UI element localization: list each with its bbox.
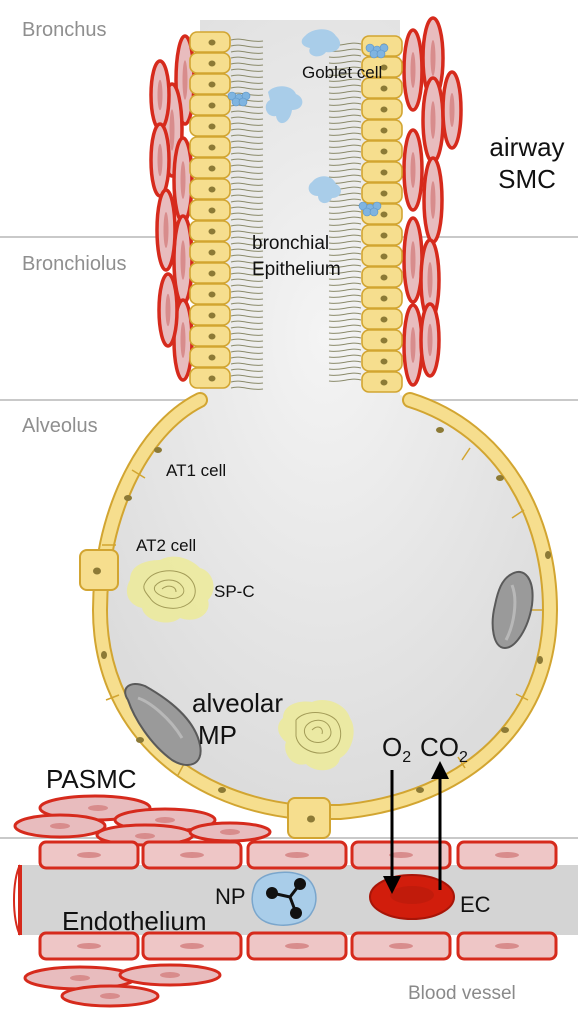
o2-base: O bbox=[382, 732, 402, 762]
cell-nucleus bbox=[381, 338, 388, 344]
smc-nucleus bbox=[428, 262, 433, 298]
cell-nucleus bbox=[381, 296, 388, 302]
cell-nucleus bbox=[381, 359, 388, 365]
smc-nucleus bbox=[411, 52, 416, 88]
smc-nucleus bbox=[431, 181, 436, 219]
np-label: NP bbox=[215, 886, 246, 908]
endothelial-nucleus bbox=[180, 943, 204, 949]
cell-nucleus bbox=[381, 149, 388, 155]
smc-nucleus bbox=[411, 241, 416, 279]
o2-label: O2 bbox=[382, 734, 411, 766]
endothelial-nucleus bbox=[77, 943, 101, 949]
nanoparticle bbox=[252, 872, 316, 925]
smc-nucleus bbox=[431, 40, 436, 76]
cell-nucleus bbox=[381, 212, 388, 218]
co2-subscript: 2 bbox=[459, 749, 468, 766]
cell-nucleus bbox=[209, 145, 216, 151]
cell-nucleus bbox=[381, 170, 388, 176]
smc-nucleus bbox=[450, 93, 455, 127]
cell-nucleus bbox=[381, 128, 388, 134]
at1-cell-label: AT1 cell bbox=[166, 462, 226, 479]
cell-nucleus bbox=[209, 61, 216, 67]
cell-nucleus bbox=[381, 107, 388, 113]
endothelial-nucleus bbox=[495, 852, 519, 858]
cell-nucleus bbox=[381, 233, 388, 239]
cell-nucleus bbox=[381, 275, 388, 281]
cell-nucleus bbox=[209, 313, 216, 319]
endothelial-nucleus bbox=[495, 943, 519, 949]
cell-nucleus bbox=[381, 191, 388, 197]
endothelial-cells-top bbox=[40, 842, 556, 868]
cell-nucleus bbox=[209, 292, 216, 298]
section-label-bronchiolus: Bronchiolus bbox=[22, 254, 127, 274]
smc-nucleus bbox=[183, 60, 188, 100]
pasmc-label: PASMC bbox=[46, 766, 137, 792]
smc-nucleus bbox=[181, 240, 186, 280]
cell-nucleus bbox=[209, 208, 216, 214]
smc-nucleus bbox=[170, 109, 175, 150]
bronchial-epithelium-label-line1: bronchial bbox=[252, 234, 329, 253]
at2-cell-label: AT2 cell bbox=[136, 537, 196, 554]
ec-label: EC bbox=[460, 894, 491, 916]
cell-nucleus bbox=[209, 187, 216, 193]
smc-nucleus bbox=[158, 80, 163, 111]
cell-nucleus bbox=[209, 355, 216, 361]
endothelial-nucleus bbox=[180, 852, 204, 858]
section-label-bronchus: Bronchus bbox=[22, 20, 107, 40]
sp-c-label: SP-C bbox=[214, 583, 255, 600]
blood-vessel-label: Blood vessel bbox=[408, 984, 516, 1003]
cell-nucleus bbox=[209, 103, 216, 109]
pasmc-cells-bottom bbox=[25, 965, 220, 1006]
goblet-cell-label: Goblet cell bbox=[302, 64, 382, 81]
alveolar-mp-label-line1: alveolar bbox=[192, 690, 283, 716]
bronchial-epithelium-left bbox=[190, 32, 230, 388]
cell-nucleus bbox=[209, 40, 216, 46]
endothelial-nucleus bbox=[389, 943, 413, 949]
cell-nucleus bbox=[209, 271, 216, 277]
airway-smc-label-line1: airway bbox=[482, 134, 572, 160]
alveolar-mp-label-line2: MP bbox=[198, 722, 237, 748]
co2-base: CO bbox=[420, 732, 459, 762]
cell-nucleus bbox=[381, 317, 388, 323]
cell-nucleus bbox=[209, 124, 216, 130]
cell-nucleus bbox=[209, 334, 216, 340]
smc-nucleus bbox=[431, 101, 436, 139]
endothelial-nucleus bbox=[77, 852, 101, 858]
airway-smc-right bbox=[404, 18, 461, 385]
smc-nucleus bbox=[428, 324, 433, 356]
smc-nucleus bbox=[181, 322, 186, 358]
section-label-alveolus: Alveolus bbox=[22, 416, 98, 436]
airway-smc-left bbox=[151, 36, 194, 380]
smc-nucleus bbox=[164, 212, 169, 248]
smc-nucleus bbox=[411, 327, 416, 363]
cell-nucleus bbox=[209, 376, 216, 382]
cell-nucleus bbox=[209, 82, 216, 88]
cell-nucleus bbox=[381, 254, 388, 260]
cell-nucleus bbox=[381, 86, 388, 92]
cell-nucleus bbox=[209, 250, 216, 256]
endothelial-nucleus bbox=[285, 852, 309, 858]
endothelial-nucleus bbox=[285, 943, 309, 949]
endothelium-label: Endothelium bbox=[62, 908, 207, 934]
endothelial-cells-bottom bbox=[40, 933, 556, 959]
smc-nucleus bbox=[158, 144, 163, 176]
smc-nucleus bbox=[181, 161, 186, 199]
o2-subscript: 2 bbox=[402, 749, 411, 766]
cell-nucleus bbox=[209, 229, 216, 235]
co2-label: CO2 bbox=[420, 734, 468, 766]
cell-nucleus bbox=[381, 380, 388, 386]
smc-nucleus bbox=[411, 152, 416, 188]
cell-nucleus bbox=[209, 166, 216, 172]
airway-smc-label-line2: SMC bbox=[482, 166, 572, 192]
bronchial-epithelium-label-line2: Epithelium bbox=[252, 260, 341, 279]
smc-nucleus bbox=[166, 294, 171, 326]
